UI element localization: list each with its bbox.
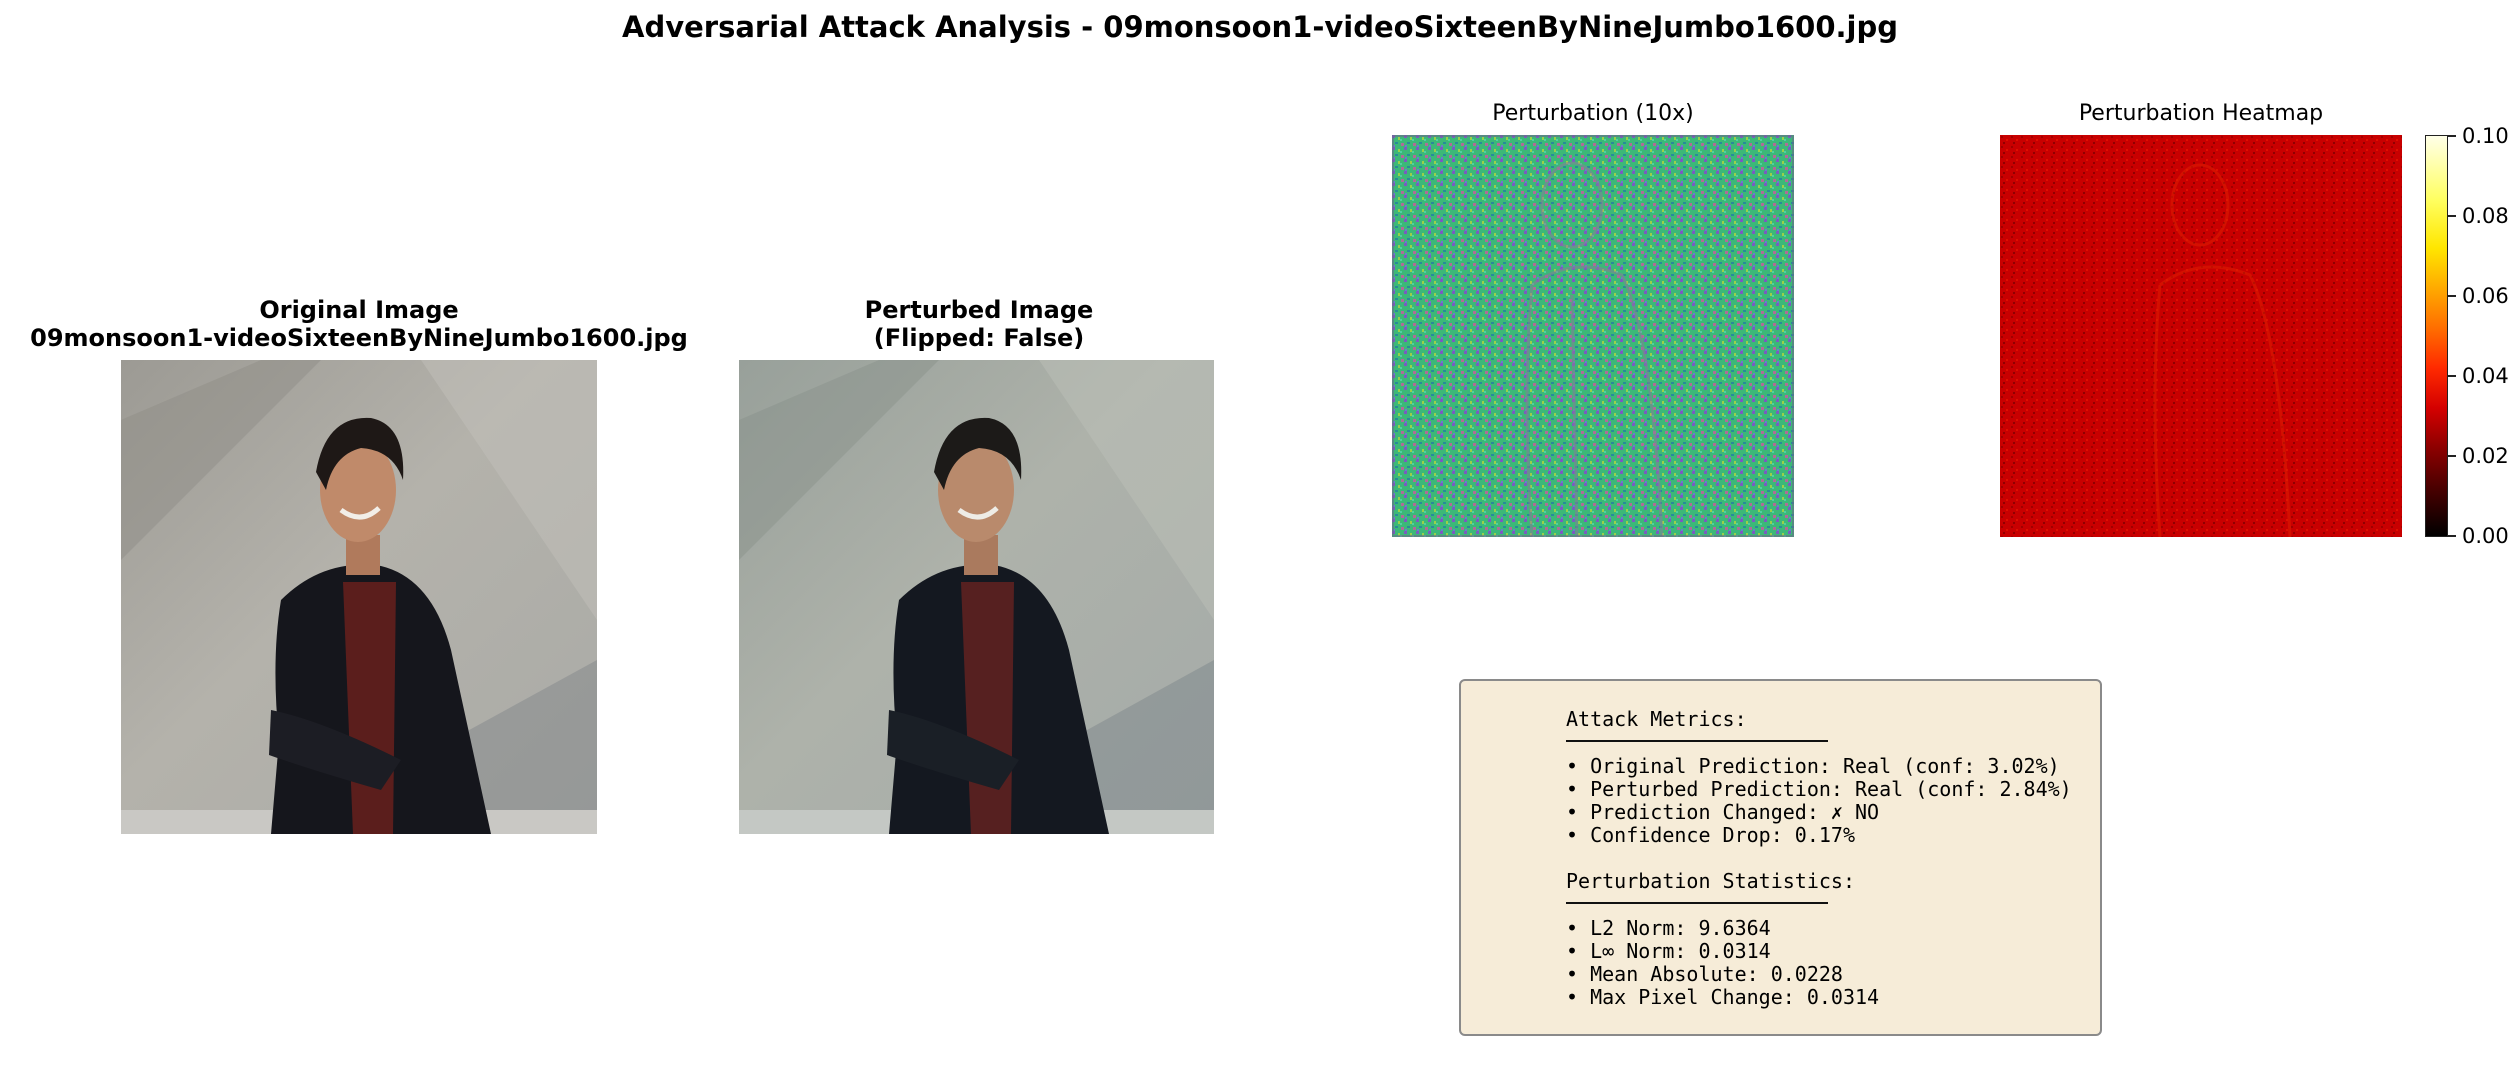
attack-metrics-underline [1566,740,1828,742]
colorbar-tick [2448,215,2456,217]
colorbar-tick [2448,375,2456,377]
perturbation-stats-underline [1566,902,1828,904]
original-image-title: Original Image 09monsoon1-videoSixteenBy… [0,296,718,352]
colorbar-tick-label: 0.06 [2462,284,2509,308]
colorbar-tick-label: 0.10 [2462,124,2509,148]
perturbation-title: Perturbation (10x) [1492,101,1694,126]
original-title-line2: 09monsoon1-videoSixteenByNineJumbo1600.j… [30,324,688,352]
colorbar-tick [2448,535,2456,537]
perturbed-title-line1: Perturbed Image [864,296,1094,324]
heatmap-image [2000,135,2402,537]
colorbar-tick-label: 0.04 [2462,364,2509,388]
colorbar-tick-label: 0.08 [2462,204,2509,228]
colorbar-tick [2448,455,2456,457]
attack-metric-line: • Perturbed Prediction: Real (conf: 2.84… [1566,777,2072,801]
perturbation-stat-line: • L∞ Norm: 0.0314 [1566,939,1771,963]
perturbation-stats-header: Perturbation Statistics: [1566,869,1855,893]
heatmap-colorbar [2425,135,2448,537]
perturbation-stat-line: • Mean Absolute: 0.0228 [1566,962,1843,986]
perturbation-stat-line: • Max Pixel Change: 0.0314 [1566,985,1880,1009]
perturbed-title-line2: (Flipped: False) [873,324,1085,352]
perturbation-image [1392,135,1794,537]
perturbed-image [739,360,1214,834]
attack-metric-line: • Prediction Changed: ✗ NO [1566,800,1880,824]
attack-metric-line: • Original Prediction: Real (conf: 3.02%… [1566,754,2060,778]
original-image [121,360,597,834]
perturbed-image-title: Perturbed Image (Flipped: False) [620,296,1338,352]
attack-metric-line: • Confidence Drop: 0.17% [1566,823,1855,847]
attack-metrics-box: Attack Metrics: • Original Prediction: R… [1459,679,2102,1036]
perturbation-stat-line: • L2 Norm: 9.6364 [1566,916,1771,940]
heatmap-title: Perturbation Heatmap [2078,101,2324,126]
colorbar-tick-label: 0.02 [2462,444,2509,468]
colorbar-tick-label: 0.00 [2462,524,2509,548]
attack-metrics-header: Attack Metrics: [1566,707,1747,731]
colorbar-tick [2448,295,2456,297]
figure-title: Adversarial Attack Analysis - 09monsoon1… [622,10,1898,44]
original-title-line1: Original Image [259,296,459,324]
colorbar-tick [2448,135,2456,137]
